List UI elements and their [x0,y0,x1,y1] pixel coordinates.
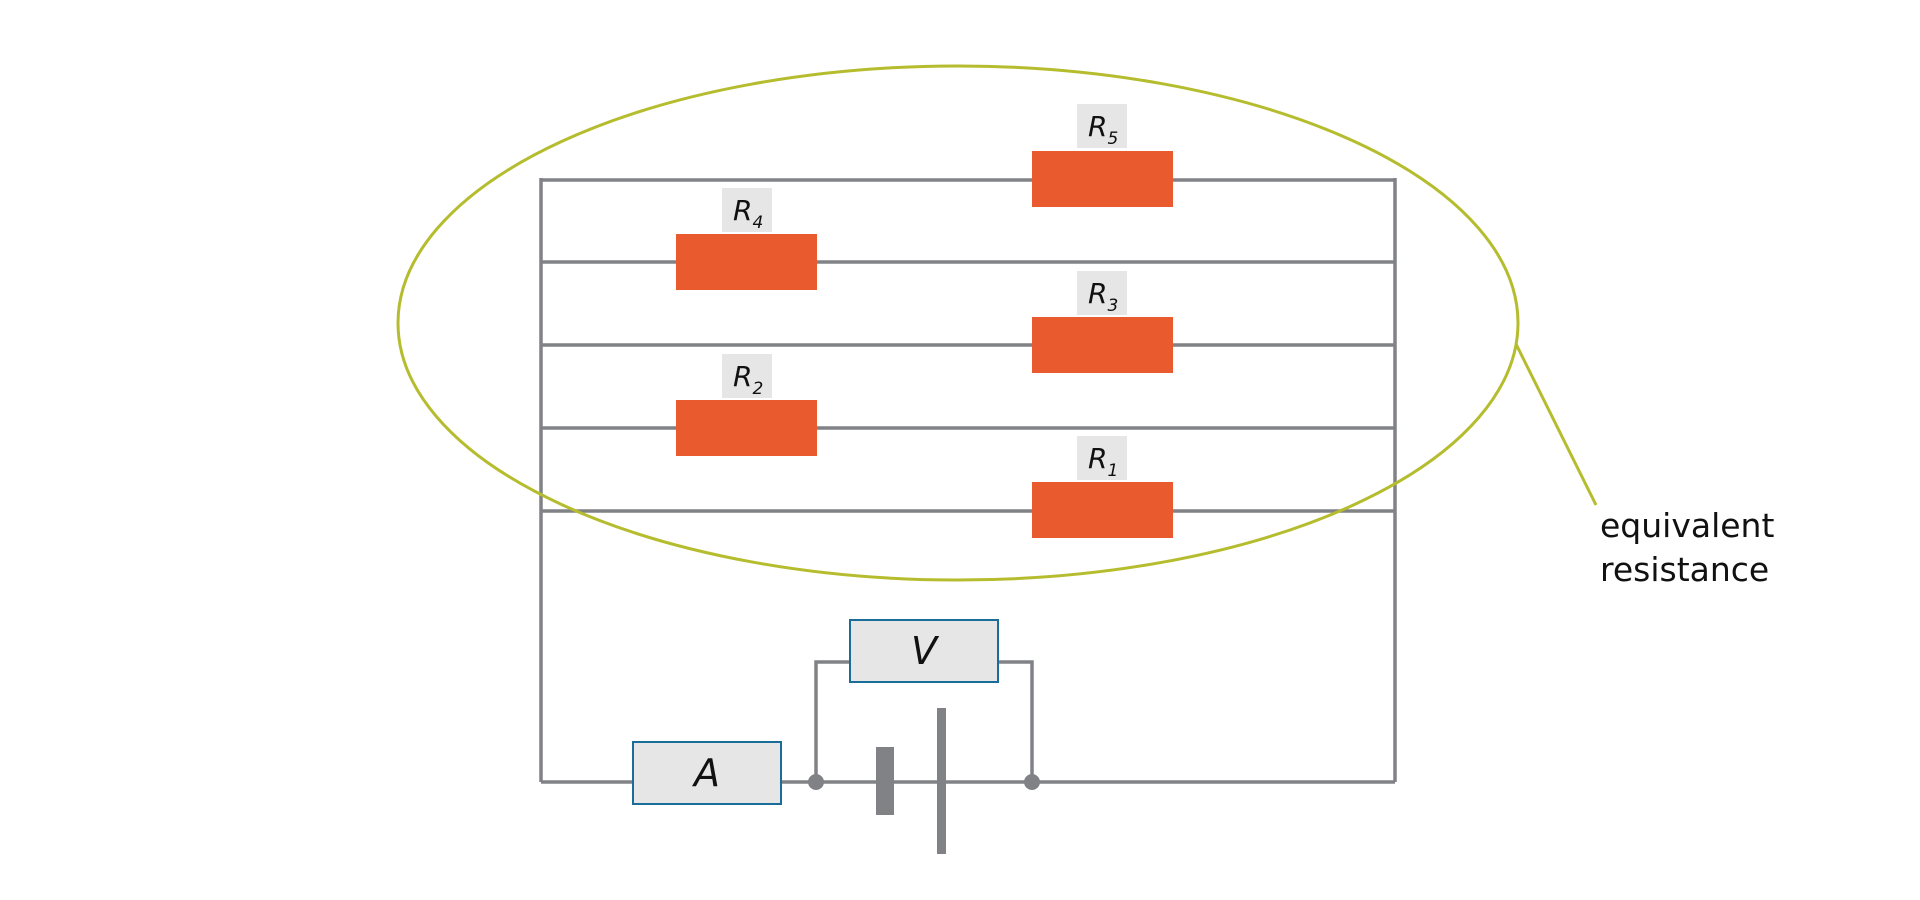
voltmeter-label: V [911,629,940,673]
battery-negative-plate [876,747,894,815]
resistor-body [676,234,817,290]
wires [539,178,1397,784]
resistor-r2: R2 [676,354,817,456]
equivalent-resistance-ellipse [396,64,1520,582]
resistor-r5: R5 [1032,104,1173,207]
junction-dot-right [1024,774,1040,790]
resistor-label: R3 [1088,277,1118,316]
annotation-label: equivalent resistance [1600,506,1785,589]
resistor-label: R2 [733,360,763,399]
resistor-r4: R4 [676,188,817,290]
resistor-body [676,400,817,456]
resistor-label: R5 [1088,110,1118,149]
resistor-label-bg [1077,271,1127,315]
resistor-label-bg [1077,436,1127,480]
resistor-label-bg [1077,104,1127,148]
voltmeter-box [849,619,999,683]
resistor-label-bg [722,354,772,398]
resistor-body [1032,151,1173,207]
resistor-body [1032,482,1173,538]
voltmeter-wire-right [998,660,1034,782]
resistor-label: R4 [733,194,763,233]
resistor-body [1032,317,1173,373]
ammeter-label: A [691,751,720,795]
resistor-label-bg [722,188,772,232]
ammeter-box [632,741,782,805]
battery [876,708,946,854]
voltmeter: V [849,619,999,683]
ammeter: A [632,741,782,805]
resistor-r1: R1 [1032,436,1173,538]
voltmeter-wire [814,660,850,782]
resistor-r3: R3 [1032,271,1173,373]
annotation-pointer-line [1514,343,1598,506]
junction-dot-left [808,774,824,790]
battery-positive-plate [937,708,946,854]
resistor-label: R1 [1088,442,1118,481]
